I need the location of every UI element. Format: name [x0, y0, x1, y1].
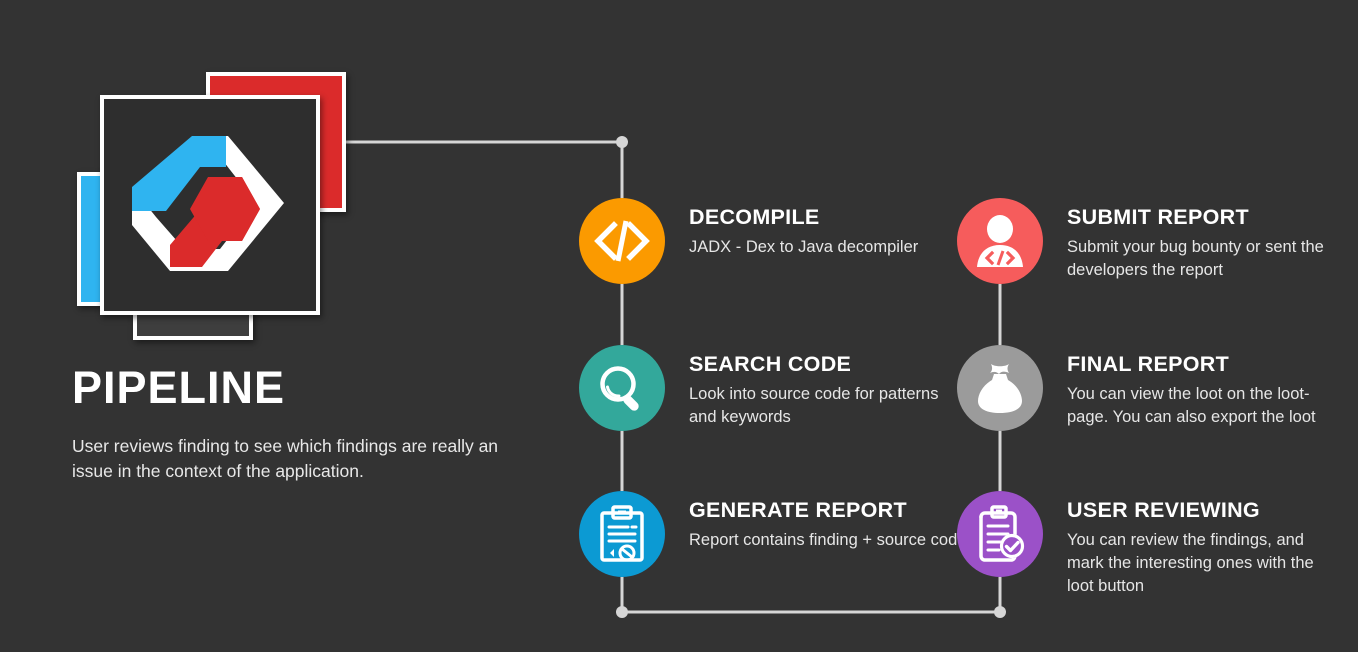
code-brackets-icon	[594, 220, 650, 262]
clipboard-report-icon	[600, 505, 644, 562]
step-desc: Look into source code for patterns and k…	[689, 384, 939, 426]
step-submit-report[interactable]: SUBMIT REPORT Submit your bug bounty or …	[957, 198, 1342, 284]
step-text-decompile: DECOMPILE JADX - Dex to Java decompiler	[689, 198, 989, 259]
step-title: SUBMIT REPORT	[1067, 205, 1249, 229]
clipboard-check-icon	[979, 505, 1025, 562]
step-title: SEARCH CODE	[689, 352, 852, 376]
title-block: PIPELINE User reviews finding to see whi…	[72, 365, 542, 485]
step-title: FINAL REPORT	[1067, 352, 1230, 376]
step-bullet-submit-report[interactable]	[957, 198, 1043, 284]
step-bullet-generate-report[interactable]	[579, 491, 665, 577]
logo-card-main	[100, 95, 320, 315]
step-desc: Report contains finding + source code	[689, 530, 967, 549]
step-final-report[interactable]: FINAL REPORT You can view the loot on th…	[957, 345, 1337, 431]
pipeline-logo-icon	[132, 136, 284, 271]
step-bullet-search-code[interactable]	[579, 345, 665, 431]
money-bag-icon	[978, 364, 1022, 413]
step-text-generate-report: GENERATE REPORT Report contains finding …	[689, 491, 969, 552]
step-desc: Submit your bug bounty or sent the devel…	[1067, 237, 1324, 279]
step-text-user-reviewing: USER REVIEWING You can review the findin…	[1067, 491, 1342, 599]
page-subtitle: User reviews finding to see which findin…	[72, 436, 499, 482]
step-bullet-final-report[interactable]	[957, 345, 1043, 431]
step-generate-report[interactable]: GENERATE REPORT Report contains finding …	[579, 491, 969, 577]
step-title: GENERATE REPORT	[689, 498, 907, 522]
step-text-submit-report: SUBMIT REPORT Submit your bug bounty or …	[1067, 198, 1342, 282]
connector-node-bottom-right	[994, 606, 1006, 618]
step-title: USER REVIEWING	[1067, 498, 1260, 522]
magnifier-icon	[600, 366, 639, 411]
connector-bottom-bridge	[620, 577, 1002, 614]
connector-node-top	[616, 136, 628, 148]
step-desc: JADX - Dex to Java decompiler	[689, 237, 919, 256]
step-desc: You can view the loot on the loot-page. …	[1067, 384, 1316, 426]
developer-person-icon	[977, 215, 1023, 267]
step-text-final-report: FINAL REPORT You can view the loot on th…	[1067, 345, 1337, 429]
step-desc: You can review the findings, and mark th…	[1067, 530, 1314, 596]
step-text-search-code: SEARCH CODE Look into source code for pa…	[689, 345, 969, 429]
step-bullet-user-reviewing[interactable]	[957, 491, 1043, 577]
step-decompile[interactable]: DECOMPILE JADX - Dex to Java decompiler	[579, 198, 989, 284]
connector-logo-to-decompile	[340, 140, 624, 198]
step-search-code[interactable]: SEARCH CODE Look into source code for pa…	[579, 345, 969, 431]
page-title: PIPELINE	[72, 362, 286, 413]
step-user-reviewing[interactable]: USER REVIEWING You can review the findin…	[957, 491, 1342, 599]
step-bullet-decompile[interactable]	[579, 198, 665, 284]
connector-node-bottom-left	[616, 606, 628, 618]
step-title: DECOMPILE	[689, 205, 820, 229]
